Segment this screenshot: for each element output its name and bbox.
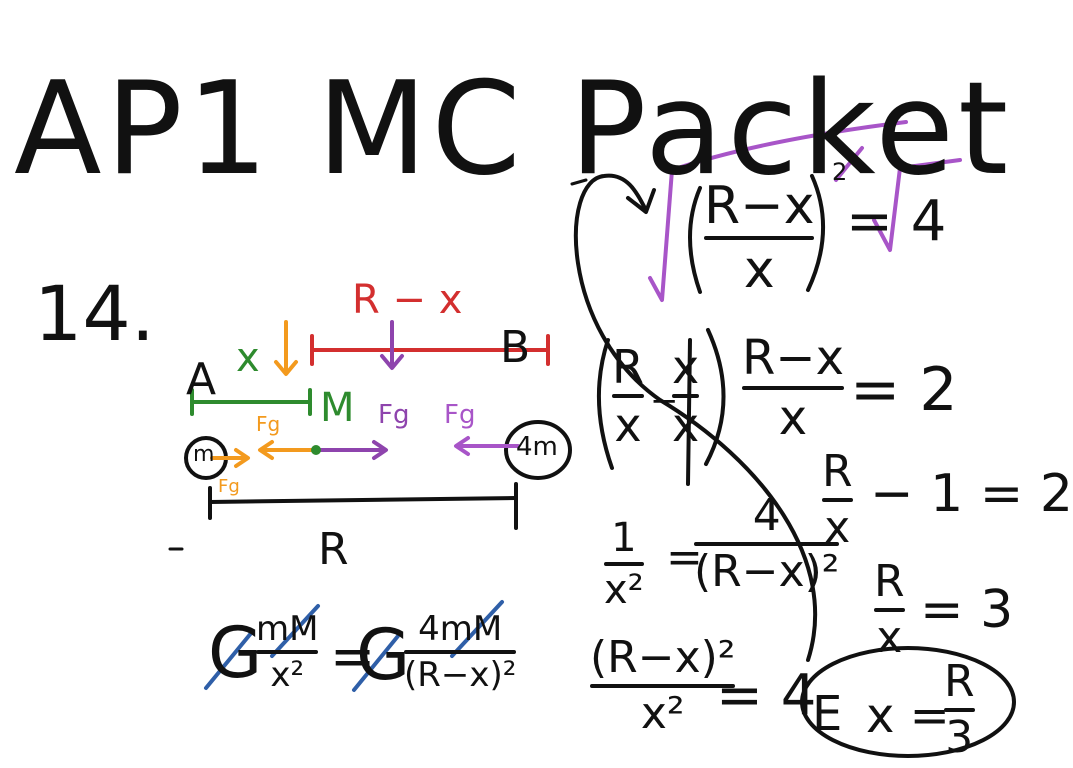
cancel-g-left — [204, 630, 254, 690]
answer-circle — [800, 646, 1016, 758]
step2-fraction: R−x x — [742, 334, 844, 442]
label-force-m-purple: Fg — [378, 400, 410, 430]
inverse-lhs-fraction: 1 x² — [604, 518, 644, 610]
inverse-rhs-num: 4 — [752, 490, 781, 541]
split-a-num: R — [612, 340, 644, 394]
mass-right-circle — [504, 420, 572, 480]
step4-den: x — [876, 612, 903, 663]
label-force-far: Fg — [444, 400, 476, 430]
orange-force-arrow-m — [258, 440, 314, 460]
equation-g-left: G — [208, 612, 263, 694]
paren-right-split — [704, 328, 726, 466]
flow-arrow-head — [626, 188, 656, 214]
m-point — [311, 445, 321, 455]
orange-force-arrow-left — [210, 448, 250, 468]
r-segment — [208, 496, 518, 504]
label-force-m-left: Fg — [256, 412, 281, 436]
label-m-point: M — [320, 385, 355, 431]
equation-lhs-fraction: mM x² — [256, 609, 319, 695]
label-mass-right: 4m — [516, 432, 558, 462]
step3-num: R — [822, 446, 853, 497]
split-minus: − — [650, 381, 679, 421]
equation-lhs-num: mM — [256, 609, 319, 649]
step2-den: x — [778, 390, 808, 446]
step3-rhs: − 1 = 2 — [870, 464, 1073, 524]
stray-mark — [570, 178, 588, 186]
cancel-g-right — [352, 634, 400, 692]
equation-rhs-fraction: 4mM (R−x)² — [404, 609, 517, 695]
root-exponent: 2 — [832, 158, 848, 186]
squared-num: (R−x)² — [590, 632, 736, 683]
step2-num: R−x — [742, 330, 844, 386]
root-rhs: = 4 — [846, 189, 947, 254]
orange-down-arrow — [274, 320, 298, 376]
answer-fraction: R 3 — [944, 660, 975, 760]
fraction-bar — [604, 562, 644, 566]
sqrt-big — [648, 120, 908, 302]
label-a: A — [186, 354, 217, 405]
answer-letter: E — [812, 686, 843, 742]
flow-arrow — [573, 173, 818, 662]
page-title: AP1 MC Packet — [14, 55, 1013, 204]
fraction-bar — [672, 394, 700, 398]
fraction-bar — [822, 498, 853, 502]
equation-equals: = — [330, 625, 376, 688]
answer-lhs: x = — [866, 688, 950, 744]
root-den: x — [743, 240, 775, 300]
split-a-den: x — [614, 398, 642, 452]
label-r: R — [318, 524, 349, 575]
fraction-bar — [874, 608, 905, 612]
inverse-lhs-den: x² — [604, 567, 644, 613]
problem-number: 14. — [34, 269, 155, 358]
step4-rhs: = 3 — [920, 580, 1014, 640]
inverse-rhs-fraction: 4 (R−x)² — [694, 490, 840, 597]
squared-rhs: = 4 — [716, 663, 817, 728]
label-r-minus-x: R − x — [352, 277, 463, 323]
equation-rhs-num: 4mM — [418, 609, 503, 649]
sqrt-small — [872, 158, 962, 252]
root-num: R−x — [704, 176, 815, 236]
cancel-m-right — [450, 600, 504, 658]
ink-strokes — [168, 120, 1016, 758]
inverse-lhs-num: 1 — [611, 515, 637, 561]
label-b: B — [500, 322, 531, 373]
cancel-m-left — [270, 604, 320, 658]
paren-right-root — [806, 174, 825, 292]
paren-left-split — [596, 338, 614, 470]
root-fraction: R−x x — [704, 176, 815, 300]
label-force-below: Fg — [218, 476, 240, 497]
squared-fraction: (R−x)² x² — [590, 632, 736, 739]
paren-left-root — [688, 186, 702, 294]
answer-den: 3 — [945, 712, 974, 763]
step2-rhs: = 2 — [850, 355, 958, 425]
purple-force-arrow — [314, 440, 388, 460]
split-fraction-b: x x — [672, 340, 700, 452]
fraction-bar — [944, 708, 975, 712]
fraction-bar — [256, 650, 319, 654]
split-fraction-a: R x — [612, 344, 644, 448]
label-mass-left: m — [193, 442, 215, 467]
fraction-bar — [404, 650, 517, 654]
step4-fraction: R x — [874, 560, 905, 660]
equation-lhs-den: x² — [270, 655, 305, 695]
split-b-num: x — [672, 340, 700, 394]
cancel-x-split — [686, 338, 692, 486]
fraction-bar — [694, 542, 840, 546]
equation-rhs-den: (R−x)² — [404, 655, 517, 695]
fraction-bar — [742, 386, 844, 390]
cancel-exponent — [834, 146, 864, 182]
fraction-bar — [612, 394, 644, 398]
label-x: x — [236, 335, 260, 381]
purple-down-arrow — [380, 320, 404, 370]
answer-num: R — [944, 656, 975, 707]
equation-g-right: G — [356, 614, 411, 696]
squared-den: x² — [640, 688, 685, 739]
whiteboard-canvas: AP1 MC Packet 14. R − x B x A M Fg Fg Fg… — [14, 55, 1073, 760]
fraction-bar — [590, 684, 736, 688]
fraction-bar — [704, 236, 815, 240]
purple-force-arrow-right-mass — [454, 436, 520, 456]
split-b-den: x — [672, 398, 700, 452]
step4-num: R — [874, 556, 905, 607]
inverse-rhs-den: (R−x)² — [694, 546, 840, 597]
